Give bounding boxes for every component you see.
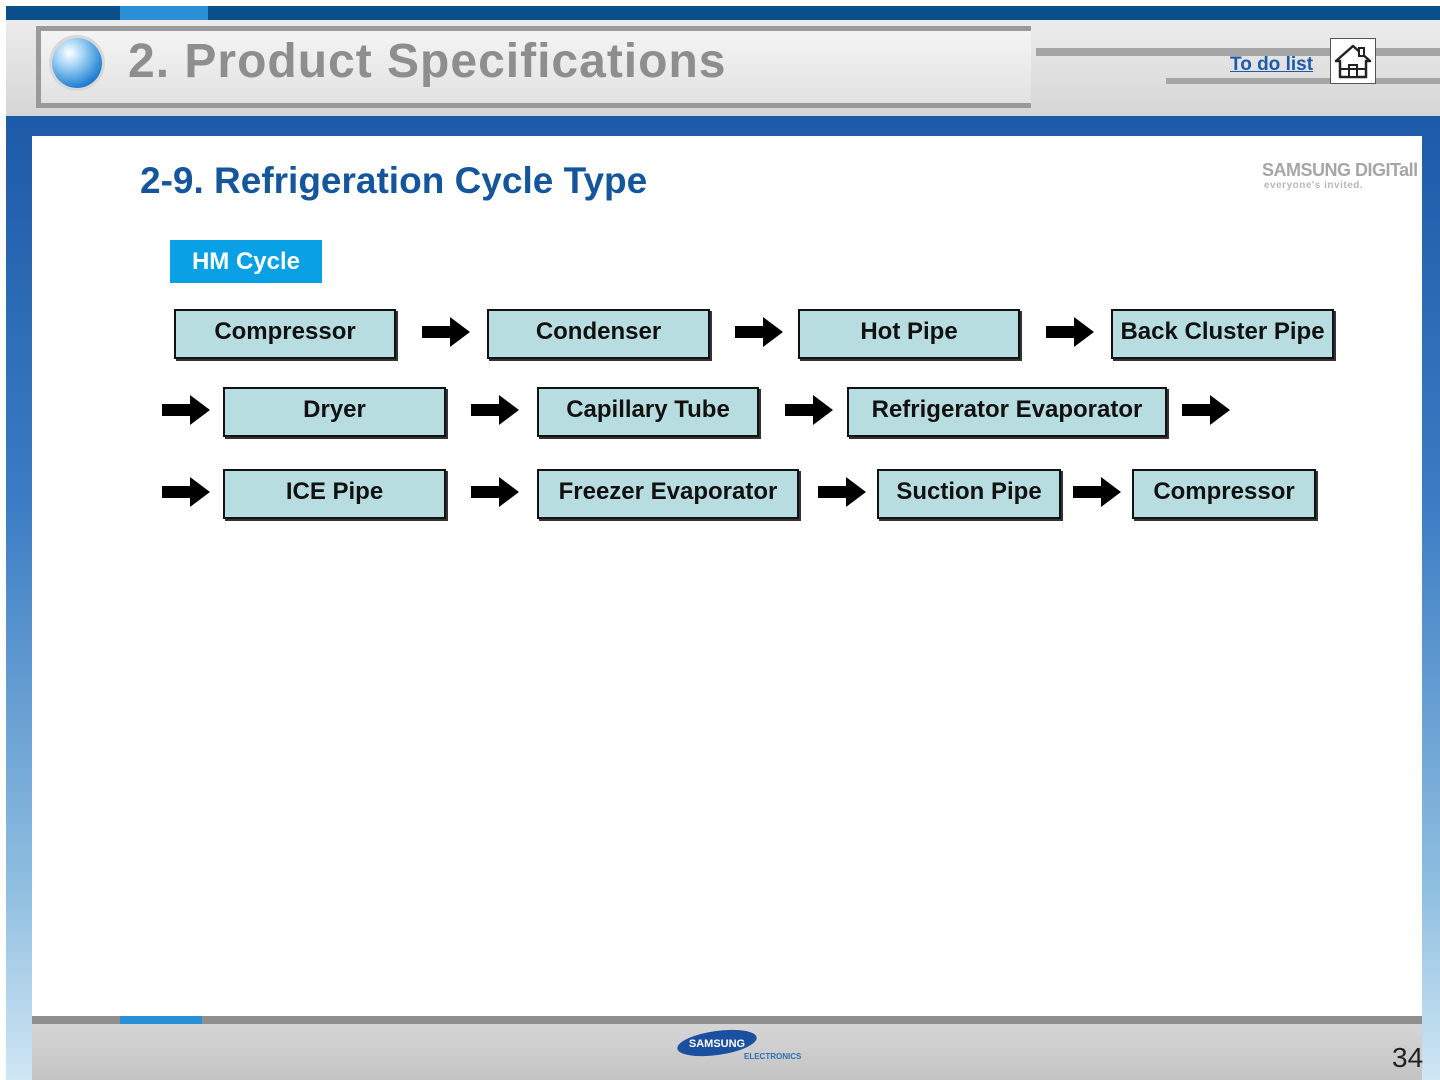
section-title: 2. Product Specifications bbox=[128, 34, 726, 89]
page-number: 34 bbox=[1392, 1042, 1423, 1074]
arrow-right-icon bbox=[818, 477, 866, 507]
header-line-lower bbox=[1166, 78, 1440, 84]
arrow-right-icon bbox=[1046, 317, 1094, 347]
todo-list-link[interactable]: To do list bbox=[1230, 54, 1313, 76]
brand-logo: SAMSUNG DIGITall bbox=[1262, 160, 1418, 181]
arrow-right-icon bbox=[422, 317, 470, 347]
step-ice-pipe: ICE Pipe bbox=[223, 469, 446, 519]
top-strip bbox=[6, 6, 1440, 20]
step-freezer-evaporator: Freezer Evaporator bbox=[537, 469, 799, 519]
arrow-right-icon bbox=[162, 477, 210, 507]
footer-bar bbox=[32, 1016, 1422, 1024]
arrow-right-icon bbox=[162, 395, 210, 425]
brand-tagline: everyone's invited. bbox=[1264, 180, 1363, 191]
step-suction-pipe: Suction Pipe bbox=[877, 469, 1061, 519]
step-dryer: Dryer bbox=[223, 387, 446, 437]
arrow-right-icon bbox=[785, 395, 833, 425]
step-compressor-end: Compressor bbox=[1132, 469, 1316, 519]
cycle-tag: HM Cycle bbox=[170, 240, 322, 283]
step-condenser: Condenser bbox=[487, 309, 710, 359]
arrow-right-icon bbox=[471, 477, 519, 507]
top-strip-accent bbox=[120, 6, 208, 20]
arrow-right-icon bbox=[1182, 395, 1230, 425]
footer-bar-accent bbox=[120, 1016, 202, 1024]
step-capillary-tube: Capillary Tube bbox=[537, 387, 759, 437]
arrow-right-icon bbox=[1073, 477, 1121, 507]
step-refrigerator-evaporator: Refrigerator Evaporator bbox=[847, 387, 1167, 437]
step-compressor: Compressor bbox=[174, 309, 396, 359]
arrow-right-icon bbox=[735, 317, 783, 347]
step-hot-pipe: Hot Pipe bbox=[798, 309, 1020, 359]
step-back-cluster-pipe: Back Cluster Pipe bbox=[1111, 309, 1334, 359]
home-button[interactable] bbox=[1330, 38, 1376, 84]
samsung-logo-subtext: ELECTRONICS bbox=[744, 1052, 801, 1061]
svg-text:SAMSUNG: SAMSUNG bbox=[689, 1038, 745, 1050]
page-title: 2-9. Refrigeration Cycle Type bbox=[140, 160, 647, 202]
home-icon bbox=[1331, 39, 1375, 83]
arrow-right-icon bbox=[471, 395, 519, 425]
globe-icon bbox=[52, 38, 102, 88]
